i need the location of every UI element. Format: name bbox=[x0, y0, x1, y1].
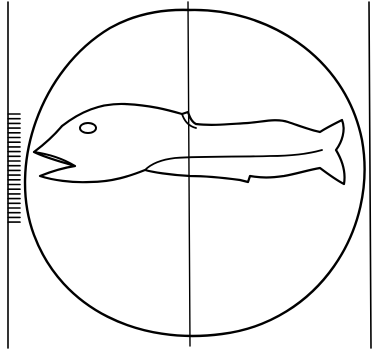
vertical-axis-line bbox=[188, 2, 190, 346]
scale-hatch-marks bbox=[8, 114, 20, 222]
circle-outline bbox=[25, 10, 365, 336]
fish-lateral-line bbox=[145, 150, 322, 170]
fish-eye bbox=[80, 123, 96, 133]
right-border-line bbox=[369, 2, 371, 348]
